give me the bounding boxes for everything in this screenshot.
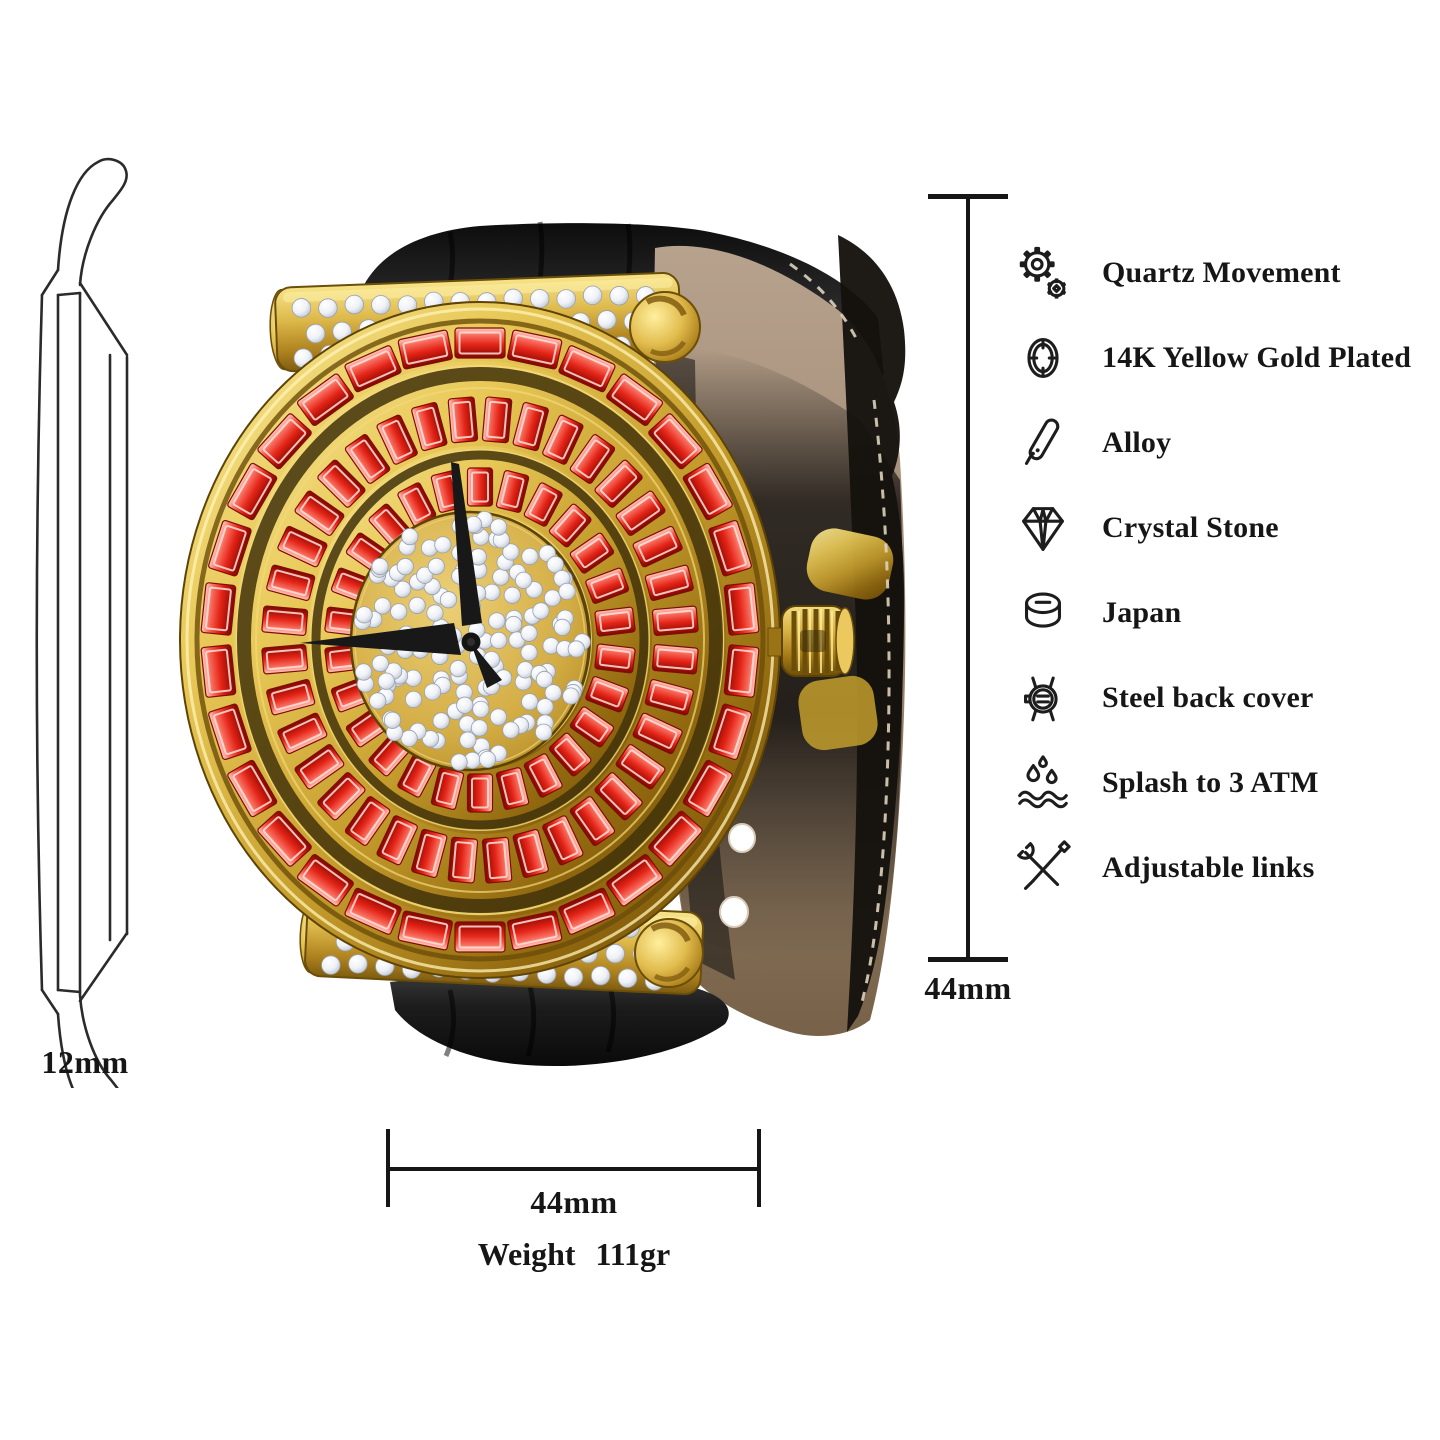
feature-row-diamond: Crystal Stone: [1010, 485, 1440, 570]
feature-label: Alloy: [1102, 425, 1172, 459]
watch-case-icon: [1027, 337, 1059, 378]
tools-icon: [1017, 839, 1071, 890]
feature-row-caseback: Steel back cover: [1010, 655, 1440, 740]
movement-cylinder-icon: [1010, 580, 1076, 646]
strap-stitching: [789, 262, 891, 1003]
feature-label: Crystal Stone: [1102, 510, 1279, 544]
diamond-icon: [1022, 506, 1064, 551]
hour-hand: [300, 623, 461, 655]
water-splash-icon: [1010, 750, 1076, 816]
feature-row-tools: Adjustable links: [1010, 825, 1440, 910]
width-measure-right-tick: [757, 1129, 761, 1207]
strap-bottom: [390, 975, 729, 1067]
diamond-icon: [1010, 495, 1076, 561]
watch-photo: [179, 221, 906, 1067]
watch-case: [179, 301, 781, 979]
feature-label: Splash to 3 ATM: [1102, 765, 1319, 799]
buckle-glimpse-lower: [798, 675, 878, 751]
feature-label: Japan: [1102, 595, 1182, 629]
feature-row-watch-case: 14K Yellow Gold Plated: [1010, 315, 1440, 400]
minute-hand: [451, 462, 482, 626]
feature-label: Steel back cover: [1102, 680, 1314, 714]
height-measure-bottom-tick: [928, 957, 1008, 962]
watch-hands: [300, 462, 502, 688]
thickness-label: 12mm: [41, 1044, 129, 1080]
watch-case-icon: [1010, 325, 1076, 391]
crown: [767, 605, 855, 677]
strap-hole: [719, 896, 749, 928]
height-measure-top-tick: [928, 194, 1008, 199]
width-label: 44mm: [530, 1184, 618, 1220]
buckle-glimpse-upper: [806, 528, 894, 600]
feature-row-gear: Quartz Movement: [1010, 230, 1440, 315]
feature-list: Quartz Movement 14K Yellow Gold Plated A…: [1010, 230, 1440, 910]
hand-counterweight: [470, 641, 502, 688]
feature-label: Quartz Movement: [1102, 255, 1341, 289]
width-measure-line: [388, 1167, 760, 1171]
gear-icon: [1019, 246, 1066, 299]
middle-red-baguette-ring: [261, 396, 699, 884]
side-profile-sketch: [35, 158, 129, 1088]
weight-row: Weight 111gr: [348, 1236, 800, 1273]
side-caseband-lines: [35, 293, 44, 992]
water-splash-icon: [1018, 754, 1068, 808]
outer-red-baguette-ring: [200, 327, 760, 953]
feature-label: 14K Yellow Gold Plated: [1102, 340, 1412, 374]
height-label: 44mm: [924, 970, 1012, 1006]
feature-row-alloy-bar: Alloy: [1010, 400, 1440, 485]
height-measure-line: [966, 196, 970, 962]
gear-icon: [1010, 240, 1076, 306]
movement-cylinder-icon: [1024, 592, 1062, 628]
caseback-icon: [1024, 676, 1058, 721]
caseback-icon: [1010, 665, 1076, 731]
weight-label: Weight: [477, 1236, 576, 1272]
weight-value: 111gr: [595, 1236, 671, 1272]
tools-icon: [1010, 835, 1076, 901]
side-top-lug: [56, 158, 128, 287]
side-bottom-lug: [56, 993, 119, 1088]
feature-row-movement-cylinder: Japan: [1010, 570, 1440, 655]
alloy-bar-icon: [1010, 410, 1076, 476]
feature-label: Adjustable links: [1102, 850, 1315, 884]
width-measure-left-tick: [386, 1129, 390, 1207]
feature-row-water-splash: Splash to 3 ATM: [1010, 740, 1440, 825]
strap-edge: [838, 235, 906, 1032]
strap-hole: [728, 823, 756, 853]
alloy-bar-icon: [1024, 418, 1060, 465]
